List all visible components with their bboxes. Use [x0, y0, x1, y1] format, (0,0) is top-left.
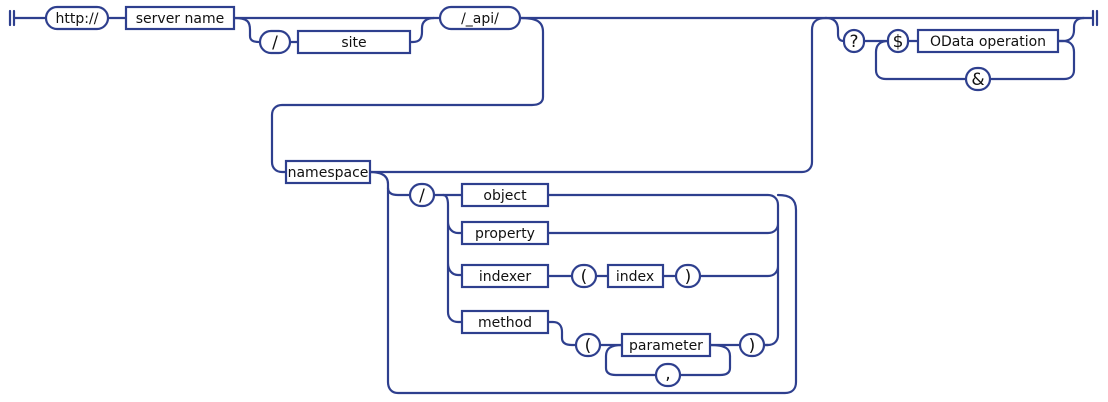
terminal-rparen-method: ) — [738, 332, 766, 358]
nonterminal-method-label: method — [478, 315, 532, 331]
method-line — [546, 320, 770, 347]
terminal-slash-namespace-label: / — [419, 186, 425, 206]
terminal-dollar-label: $ — [893, 32, 904, 52]
nonterminal-property-label: property — [475, 226, 535, 242]
diagram-tracks — [8, 9, 1099, 395]
terminal-lparen-method-label: ( — [585, 336, 592, 356]
nonterminal-indexer-label: indexer — [479, 269, 531, 285]
nonterminal-parameter-label: parameter — [629, 338, 703, 354]
terminal-slash-namespace: / — [408, 182, 436, 208]
terminal-lparen-index: ( — [570, 263, 598, 289]
repeat-loop — [386, 186, 798, 395]
comma-loop — [604, 343, 732, 377]
nonterminal-object-label: object — [483, 188, 527, 204]
terminal-http: http:// — [44, 5, 110, 31]
terminal-dollar: $ — [886, 28, 910, 54]
choice-left — [441, 193, 464, 324]
nonterminal-indexer: indexer — [460, 263, 550, 289]
terminal-slash-site-label: / — [272, 33, 278, 53]
nonterminal-site-label: site — [341, 35, 366, 51]
nonterminal-server-name-label: server name — [136, 11, 224, 27]
choice-right — [546, 193, 780, 347]
nonterminal-property: property — [460, 220, 550, 246]
terminal-amp: & — [964, 66, 992, 92]
nonterminal-namespace: namespace — [284, 159, 372, 185]
terminal-question: ? — [842, 28, 866, 54]
terminal-rparen-index-label: ) — [685, 267, 692, 287]
nonterminal-odata-operation-label: OData operation — [930, 34, 1046, 50]
site-loop — [232, 16, 436, 44]
terminal-http-label: http:// — [56, 11, 99, 27]
nonterminal-namespace-label: namespace — [288, 165, 369, 181]
terminal-rparen-index: ) — [674, 263, 702, 289]
api-to-namespace — [270, 16, 545, 174]
terminal-comma-label: , — [665, 364, 670, 384]
nonterminal-odata-operation: OData operation — [916, 28, 1060, 54]
nonterminal-object: object — [460, 182, 550, 208]
terminal-rparen-method-label: ) — [749, 336, 756, 356]
diagram-nodes: http:// server name / site /_api/ ? $ — [44, 5, 1060, 388]
nonterminal-server-name: server name — [124, 5, 236, 31]
nonterminal-parameter: parameter — [620, 332, 712, 358]
nonterminal-index-label: index — [616, 269, 654, 285]
terminal-comma: , — [654, 362, 682, 388]
terminal-api: /_api/ — [438, 5, 522, 31]
nonterminal-index: index — [606, 263, 665, 289]
terminal-api-label: /_api/ — [461, 11, 499, 27]
terminal-lparen-index-label: ( — [581, 267, 588, 287]
nonterminal-site: site — [296, 29, 412, 55]
terminal-slash-site: / — [258, 29, 292, 55]
query-branch — [824, 16, 1086, 43]
terminal-lparen-method: ( — [574, 332, 602, 358]
namespace-bypass — [368, 16, 828, 174]
terminal-question-label: ? — [849, 32, 858, 52]
nonterminal-method: method — [460, 309, 550, 335]
terminal-amp-label: & — [971, 70, 984, 90]
amp-loop — [874, 39, 1076, 81]
